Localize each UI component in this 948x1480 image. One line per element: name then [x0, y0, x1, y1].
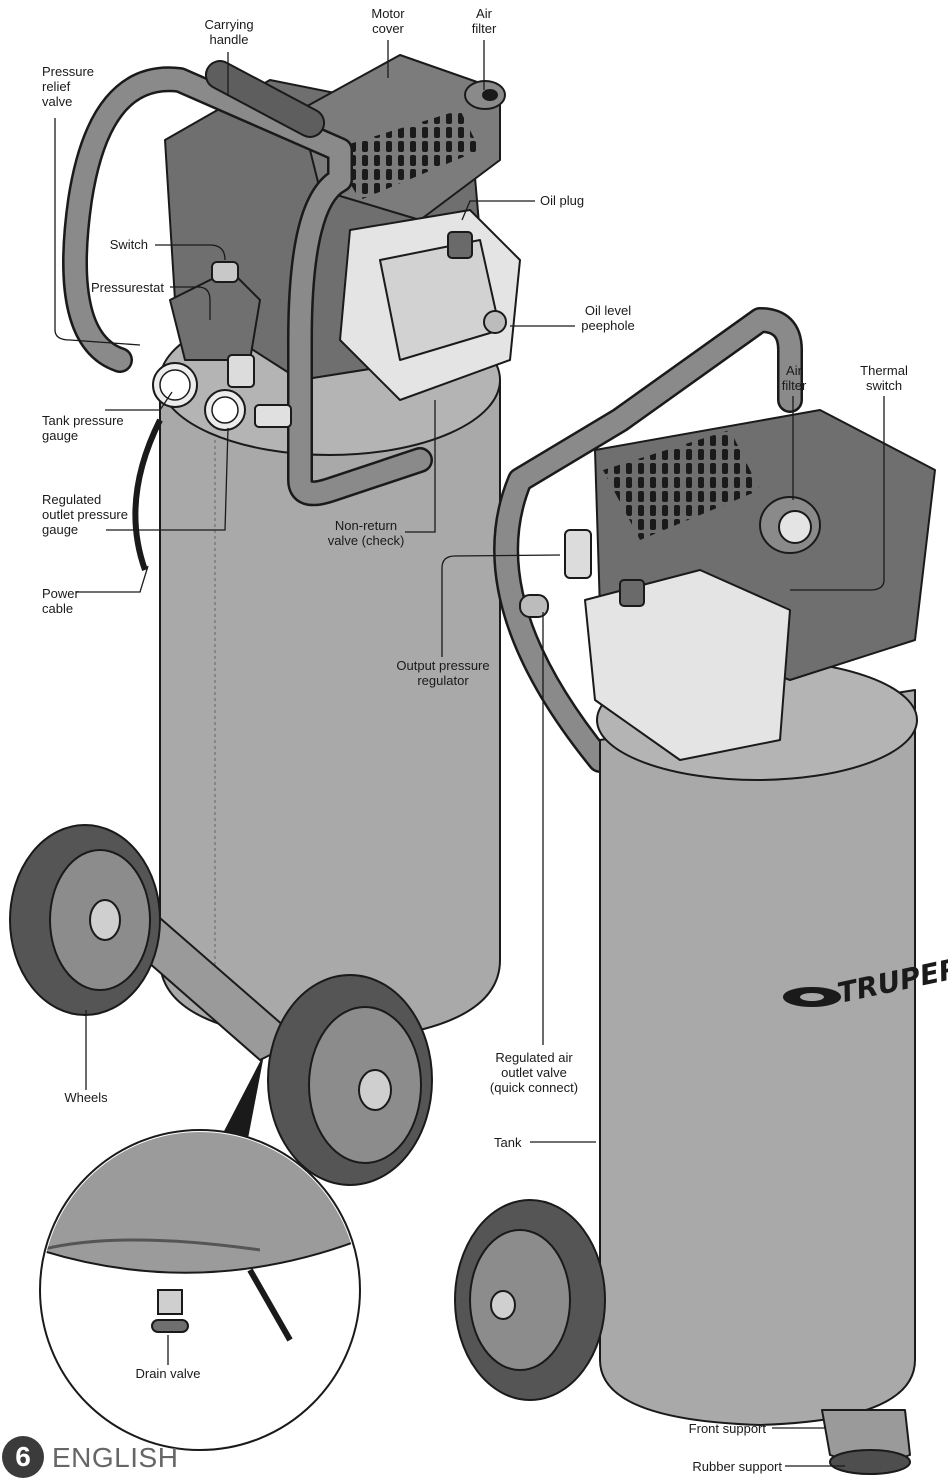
label-tank-pressure-gauge: Tank pressure gauge	[42, 413, 124, 443]
label-drain-valve: Drain valve	[135, 1366, 201, 1381]
leader-lines	[54, 40, 885, 1467]
label-power-cable: Power cable	[42, 586, 79, 616]
label-air-filter-top: Air filter	[471, 6, 497, 36]
rubber-support	[829, 1449, 911, 1475]
label-regulated-air-outlet-valve: Regulated air outlet valve (quick connec…	[489, 1050, 579, 1095]
label-carrying-handle: Carrying handle	[204, 17, 254, 47]
label-switch: Switch	[109, 237, 148, 252]
label-non-return-valve: Non-return valve (check)	[327, 518, 405, 548]
label-pressure-relief-valve: Pressure relief valve	[42, 64, 95, 109]
left-wheel-back	[9, 824, 161, 1016]
language-heading: ENGLISH	[52, 1442, 179, 1473]
label-wheels: Wheels	[64, 1090, 108, 1105]
label-oil-plug: Oil plug	[540, 193, 585, 208]
label-output-pressure-regulator: Output pressure regulator	[396, 658, 490, 688]
label-pressurestat: Pressurestat	[91, 280, 164, 295]
label-thermal-switch: Thermal switch	[860, 363, 908, 393]
page-number-badge: 6	[2, 1436, 44, 1478]
label-front-support: Front support	[688, 1421, 766, 1436]
left-compressor	[9, 54, 521, 1186]
left-wheel-front	[267, 974, 433, 1186]
label-tank: Tank	[494, 1135, 522, 1150]
right-compressor	[454, 307, 936, 1475]
label-rubber-support: Rubber support	[692, 1459, 782, 1474]
right-pump-head	[584, 569, 791, 761]
right-tank	[599, 689, 916, 1426]
label-motor-cover: Motor cover	[371, 6, 405, 36]
label-regulated-outlet-pressure-gauge: Regulated outlet pressure gauge	[42, 492, 128, 537]
drain-valve-inset	[39, 1129, 361, 1451]
label-air-filter-right: Air filter	[781, 363, 807, 393]
label-oil-level-peephole: Oil level peephole	[581, 303, 635, 333]
